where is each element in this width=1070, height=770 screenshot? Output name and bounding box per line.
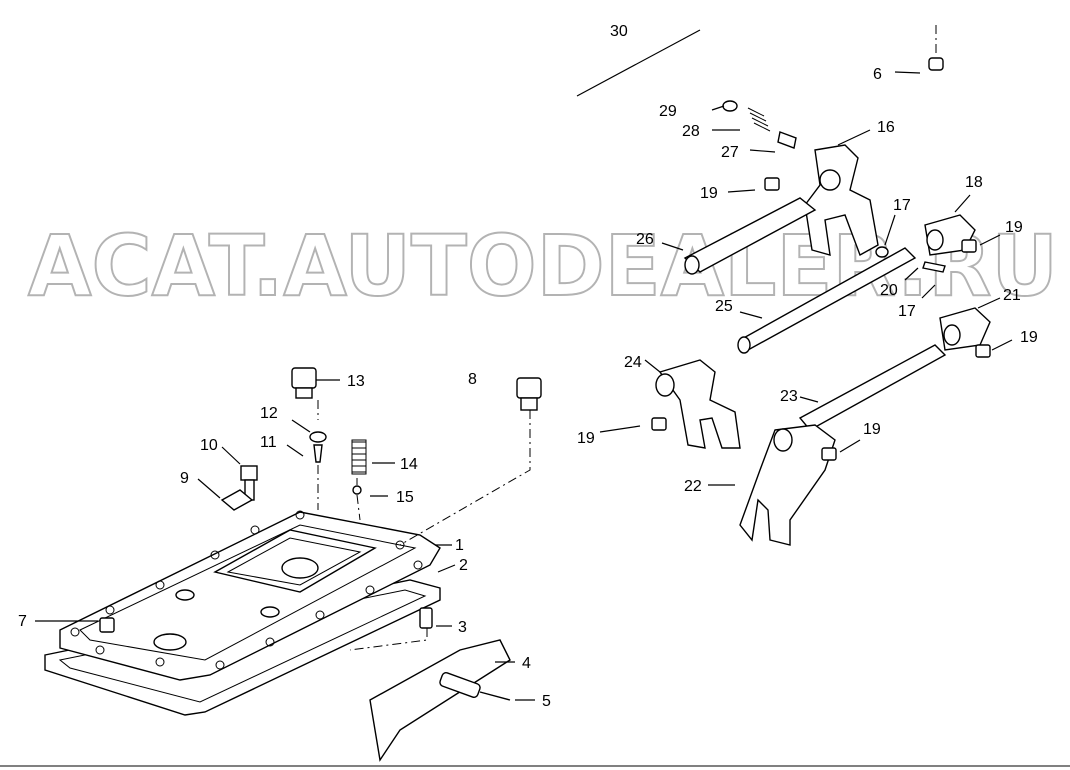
rod-26: [661, 197, 817, 275]
callout-27: 27: [721, 144, 739, 161]
callout-25: 25: [715, 298, 733, 315]
callout-7: 7: [18, 613, 27, 630]
rod-23: [798, 344, 947, 431]
assembly-line-right: [349, 410, 531, 651]
screw-19e: [821, 439, 861, 461]
callout-19c: 19: [1020, 329, 1038, 346]
callout-19b: 19: [1005, 219, 1023, 236]
washer-12: [291, 419, 327, 443]
bolt-10: [221, 446, 258, 501]
callout-1: 1: [455, 537, 464, 554]
callout-16: 16: [877, 119, 895, 136]
parts-17-20: [875, 214, 946, 299]
callout-23: 23: [780, 388, 798, 405]
callout-2: 2: [459, 557, 468, 574]
screw-19b: [961, 234, 1001, 253]
callout-26: 26: [636, 231, 654, 248]
watermark-text: ACAT.AUTODEALER.RU: [28, 217, 1058, 315]
spring-14: [351, 439, 395, 475]
plug-7: [35, 617, 115, 633]
callout-3: 3: [458, 619, 467, 636]
rod-25: [737, 247, 917, 354]
switch-13: [291, 367, 340, 399]
leader-30: [576, 29, 701, 97]
plug-3: [419, 607, 452, 629]
callout-15: 15: [396, 489, 414, 506]
callout-8: 8: [468, 371, 477, 388]
callout-6: 6: [873, 66, 882, 83]
callout-19e: 19: [863, 421, 881, 438]
cover-plate-1: [59, 510, 441, 681]
callout-13: 13: [347, 373, 365, 390]
screw-19a: [727, 177, 780, 193]
screw-19d: [599, 417, 667, 433]
callout-11: 11: [260, 434, 277, 451]
callout-30: 30: [610, 23, 628, 40]
callout-17b: 17: [898, 303, 916, 320]
assembly-line-left: [317, 400, 361, 521]
callout-20: 20: [880, 282, 898, 299]
callout-29: 29: [659, 103, 677, 120]
block-21: [939, 297, 1001, 351]
callout-18: 18: [965, 174, 983, 191]
callout-12: 12: [260, 405, 278, 422]
leaders-misc: [435, 359, 661, 573]
callout-17a: 17: [893, 197, 911, 214]
callout-4: 4: [522, 655, 531, 672]
callout-21: 21: [1003, 287, 1021, 304]
callout-19d: 19: [577, 430, 595, 447]
bolt-6: [894, 25, 944, 74]
callout-10: 10: [200, 437, 218, 454]
callout-28: 28: [682, 123, 700, 140]
callout-9: 9: [180, 470, 189, 487]
screw-19c: [975, 339, 1013, 358]
sensor-5: [439, 672, 535, 701]
pin-11: [286, 444, 323, 463]
callout-22: 22: [684, 478, 702, 495]
bracket-4: [369, 639, 515, 762]
callout-5: 5: [542, 693, 551, 710]
small-parts-27-29: [711, 100, 797, 153]
callout-24: 24: [624, 354, 642, 371]
callout-14: 14: [400, 456, 418, 473]
switch-8: [516, 377, 542, 411]
plate-9: [197, 478, 254, 511]
fork-24: [655, 359, 741, 449]
callout-19a: 19: [700, 185, 718, 202]
ball-15: [352, 485, 388, 497]
fork-22: [708, 424, 836, 546]
